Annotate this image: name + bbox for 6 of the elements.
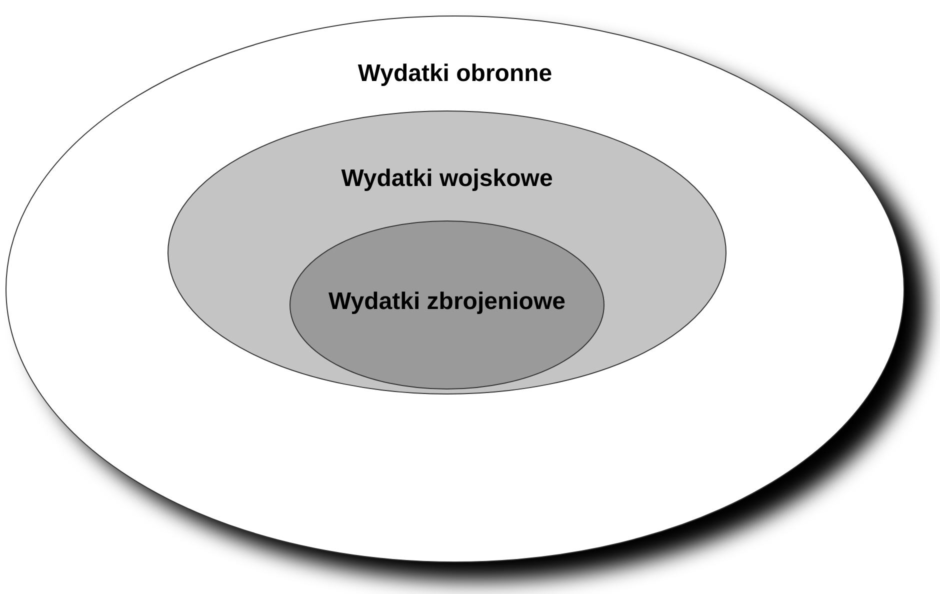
region-label: Wydatki obronne (358, 60, 552, 88)
ellipse-region (289, 220, 605, 390)
ellipse-region (167, 110, 727, 395)
region-label: Wydatki wojskowe (341, 165, 553, 193)
ellipse-region (5, 15, 905, 563)
region-label: Wydatki zbrojeniowe (328, 288, 566, 316)
